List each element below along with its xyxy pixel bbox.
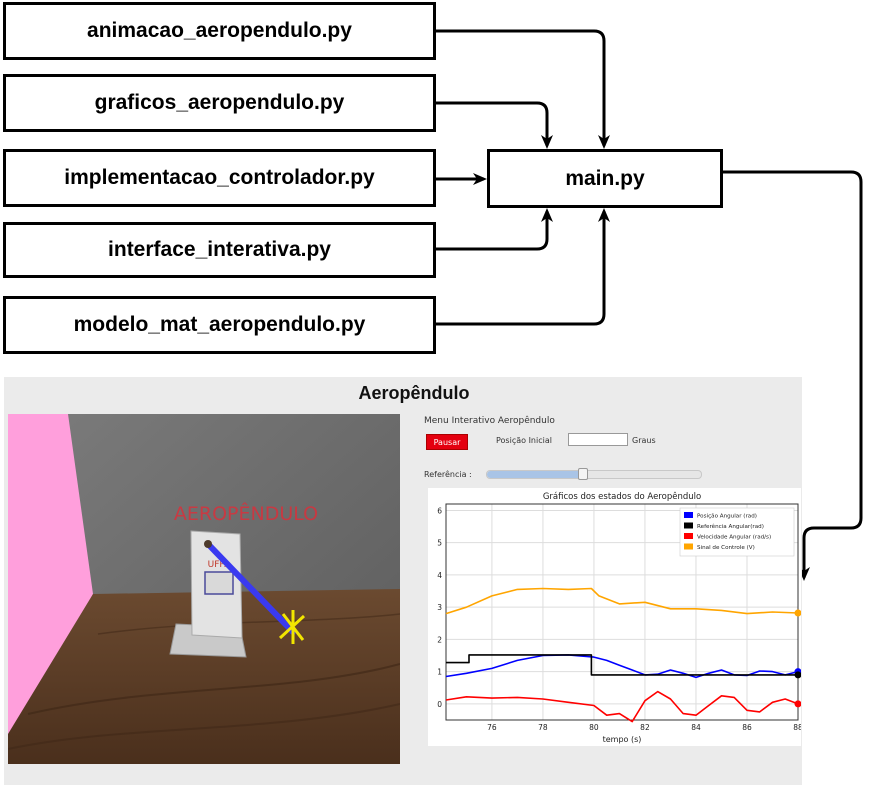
series-end-point-3 (794, 609, 802, 617)
series-line-2 (445, 690, 799, 723)
arrow-main-to-app (723, 170, 863, 581)
x-axis-label: tempo (s) (603, 735, 642, 744)
legend-label: Posição Angular (rad) (697, 514, 757, 520)
y-tick-label: 5 (437, 539, 442, 548)
x-tick-label: 78 (538, 723, 548, 732)
main-file-name: main.py (565, 166, 645, 190)
file-name: interface_interativa.py (108, 238, 331, 261)
series-end-point-1 (794, 671, 802, 679)
file-name: modelo_mat_aeropendulo.py (73, 313, 366, 336)
arrow-modelo-to-main (436, 208, 610, 326)
main-box: main.py (487, 149, 723, 208)
x-tick-label: 84 (691, 723, 701, 732)
legend-box (679, 507, 795, 557)
file-name: graficos_aeropendulo.py (94, 91, 345, 114)
file-box-interface: interface_interativa.py (3, 222, 436, 278)
legend-label: Velocidade Angular (rad/s) (697, 535, 771, 541)
pink-side-wall (8, 414, 93, 764)
legend-swatch (684, 533, 693, 539)
menu-title: Menu Interativo Aeropêndulo (424, 416, 555, 426)
pendulum-arm (205, 541, 296, 635)
states-chart: Gráficos dos estados do Aeropêndulo 76 78 8… (428, 488, 802, 746)
y-tick-label: 4 (437, 571, 442, 580)
pivot (204, 540, 212, 548)
file-box-graficos: graficos_aeropendulo.py (3, 74, 436, 132)
legend-swatch (684, 522, 693, 529)
arrow-graficos-to-main (436, 101, 553, 149)
file-name: implementacao_controlador.py (64, 166, 375, 189)
reference-slider-fill (487, 471, 584, 478)
file-box-animacao: animacao_aeropendulo.py (3, 2, 436, 60)
legend-swatch (684, 512, 693, 518)
file-name: animacao_aeropendulo.py (87, 19, 352, 42)
plate-label: UFPA (208, 560, 232, 570)
reference-slider-thumb[interactable] (578, 468, 589, 480)
initial-position-input[interactable] (568, 433, 628, 446)
app-title: Aeropêndulo (358, 383, 470, 403)
x-tick-label: 88 (793, 723, 801, 732)
x-tick-label: 86 (742, 723, 752, 732)
legend-swatch (684, 543, 693, 550)
plate-emblem (204, 571, 234, 595)
legend-label: Sinal de Controle (V) (697, 545, 755, 551)
unit-label: Graus (632, 436, 656, 445)
chart-title: Gráficos dos estados do Aeropêndulo (543, 491, 701, 502)
reference-label: Referência : (424, 470, 472, 479)
y-tick-label: 1 (437, 668, 442, 677)
y-tick-label: 3 (437, 603, 442, 612)
scene-label: AEROPÊNDULO (174, 502, 318, 525)
x-tick-label: 76 (487, 723, 497, 732)
initial-position-label: Posição Inicial (496, 436, 552, 445)
chart-svg: Gráficos dos estados do Aeropêndulo 76 78 8… (437, 491, 802, 744)
y-tick-label: 2 (437, 635, 442, 644)
arrow-animacao-to-main (436, 29, 610, 149)
x-tick-label: 80 (589, 723, 599, 732)
series-line-1 (446, 654, 798, 676)
series-end-point-2 (794, 700, 802, 708)
propeller (278, 610, 306, 644)
y-tick-label: 6 (437, 506, 442, 515)
legend-label: Referência Angular(rad) (697, 523, 764, 530)
aeropendulum-3d-scene: AEROPÊNDULO UFPA (8, 414, 400, 764)
app-screenshot: Aeropêndulo AEROPÊNDULO UFPA (4, 377, 802, 785)
series-line-3 (445, 587, 799, 615)
y-tick-label: 0 (437, 700, 442, 709)
file-box-modelo: modelo_mat_aeropendulo.py (3, 296, 436, 354)
arrow-interface-to-main (436, 208, 553, 251)
reference-slider[interactable] (486, 468, 702, 480)
x-tick-label: 82 (640, 723, 650, 732)
pause-button[interactable]: Pausar (426, 434, 468, 450)
file-box-implementacao: implementacao_controlador.py (3, 149, 436, 207)
